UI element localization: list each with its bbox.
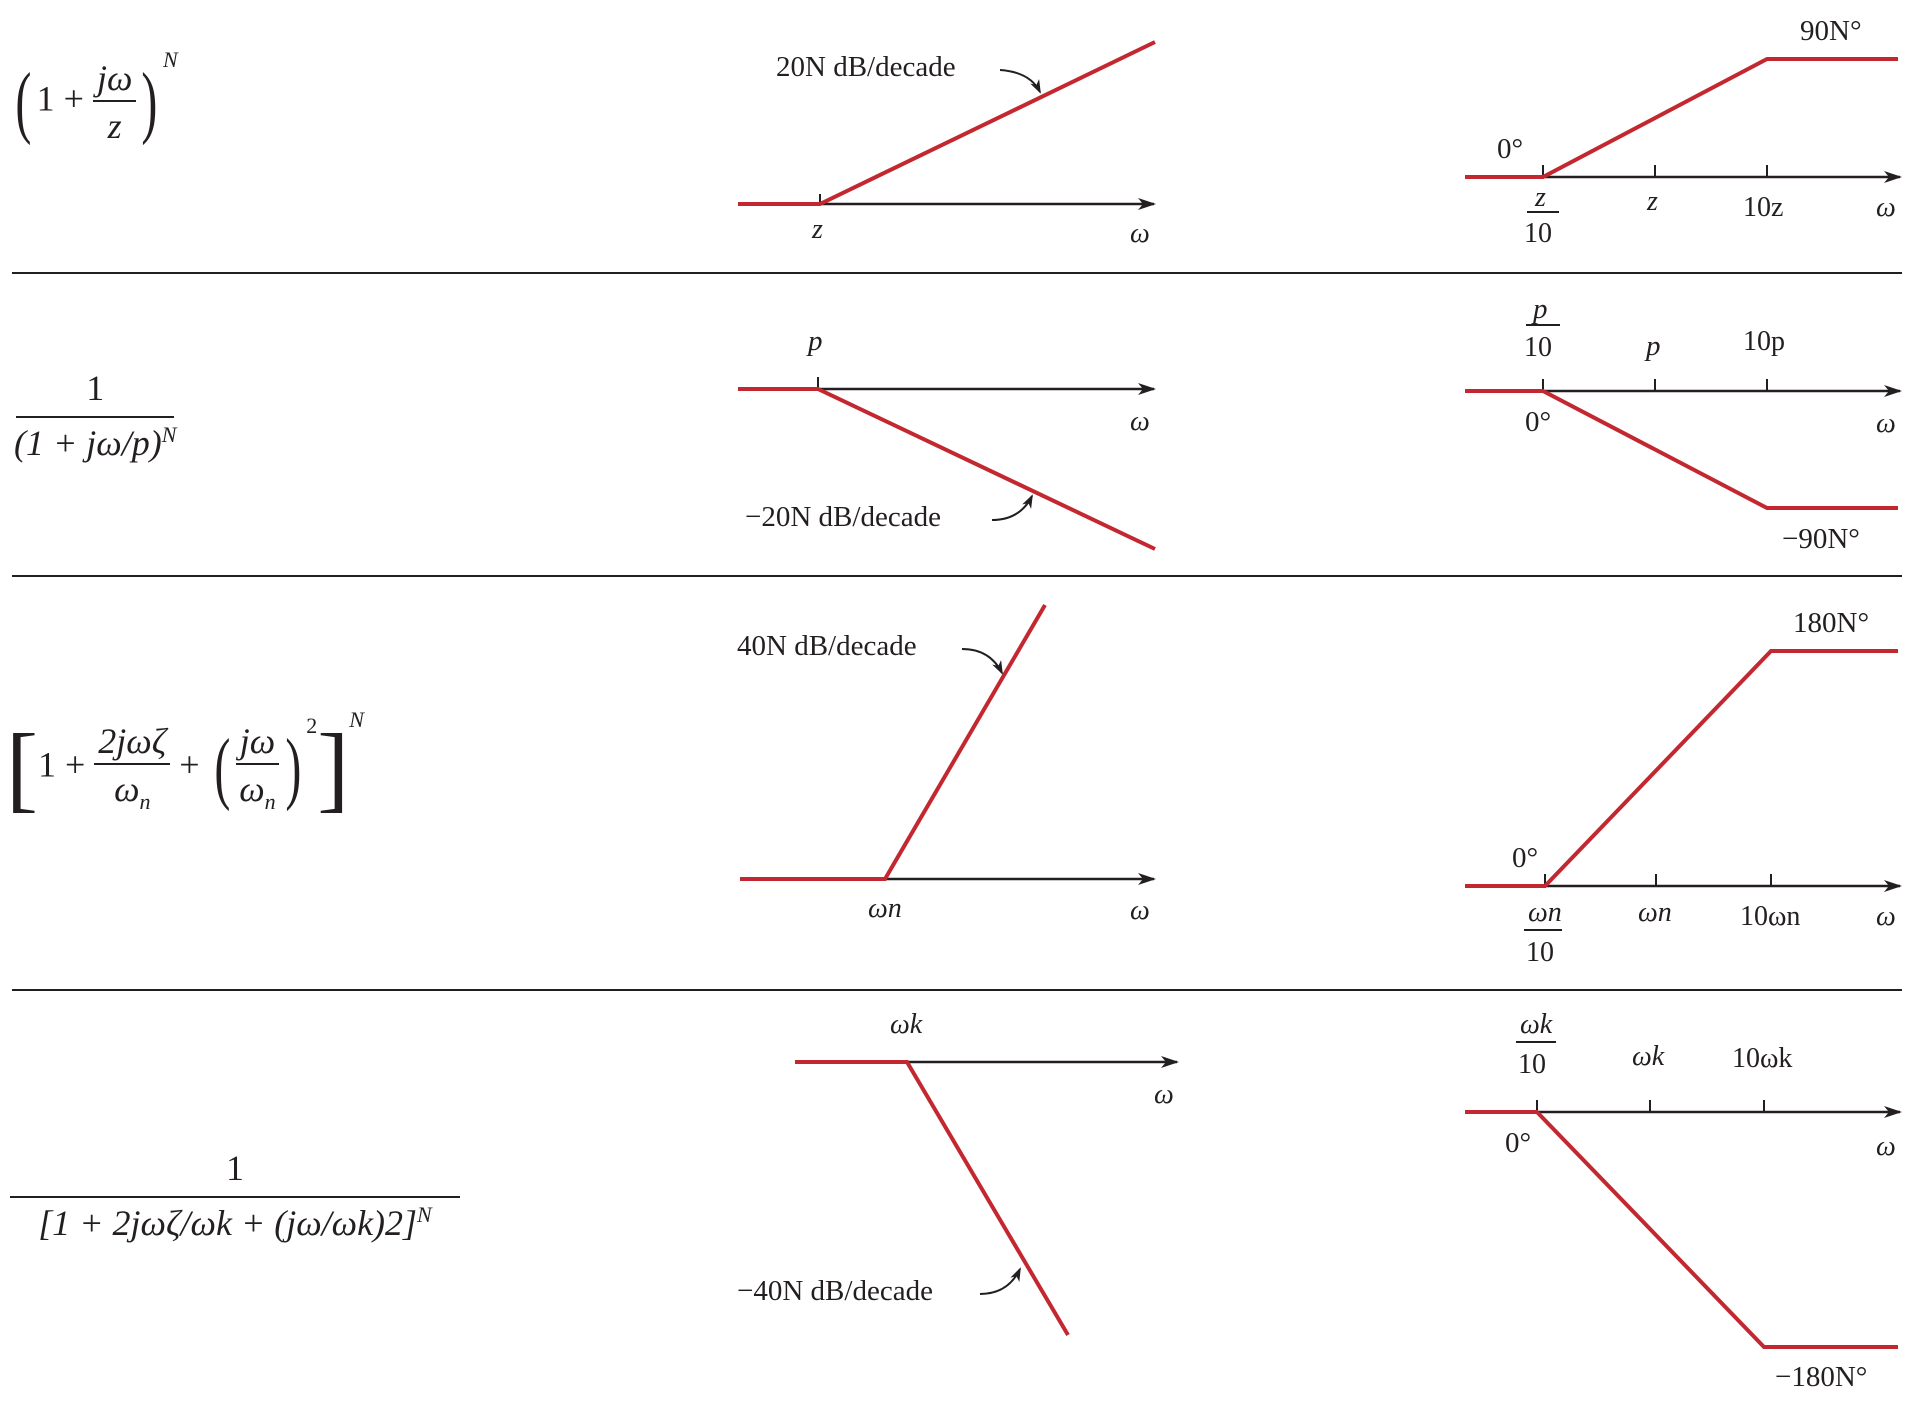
slope-label: −40N dB/decade [737,1275,933,1307]
slope-label: −20N dB/decade [745,501,941,533]
phase-start-label: 0° [1512,842,1538,874]
phase-tick-label-decade-above: 10p [1743,326,1785,357]
magnitude-plot-quadratic-pole: ωk ω −40N dB/decade ωk 10 ωk 10ωk 0° ω −… [737,1009,1902,1393]
phase-asymptote [1465,389,1898,510]
row-divider [12,575,1902,577]
function-quadratic-pole-expression: 1[1 + 2jωζ/ωk + (jω/ωk)2]N [10,1150,460,1241]
function-pole-expression: 1(1 + jω/p)N [14,368,177,463]
axis-label-omega: ω [1876,192,1896,223]
slope-label: 20N dB/decade [776,51,956,83]
phase-tick-denominator: 10 [1524,332,1552,363]
magnitude-plot-quadratic-zero: 40N dB/decade ωn ω 180N° 0° ωn 10 ωn 10ω… [737,603,1902,968]
row-divider [12,989,1902,991]
phase-tick-label-break: p [1644,330,1661,362]
phase-start-label: 0° [1525,406,1551,438]
break-frequency-label: ωk [890,1009,923,1040]
phase-tick-label-decade-below: ωn [1528,897,1562,928]
axis-label-omega: ω [1876,901,1896,932]
slope-leader-arrow [979,1267,1021,1295]
axis-label-omega: ω [1130,895,1150,926]
phase-tick-label-decade-below: ωk [1520,1009,1553,1040]
magnitude-asymptote [738,40,1156,206]
phase-tick-label-break: z [1646,186,1658,217]
break-frequency-label: z [811,214,823,245]
phase-asymptote [1465,649,1898,888]
break-frequency-label: p [806,325,823,357]
phase-tick-label-break: ωn [1638,897,1672,928]
phase-asymptote [1465,1110,1898,1349]
slope-leader-arrow [991,494,1033,521]
magnitude-asymptote [740,603,1047,881]
magnitude-plot-pole: p ω −20N dB/decade p 10 p 10p 0° ω −90N° [738,293,1902,555]
phase-tick-label-break: ωk [1632,1041,1665,1072]
axis-label-omega: ω [1876,1131,1896,1162]
phase-end-label: 90N° [1800,15,1862,47]
phase-start-label: 0° [1505,1127,1531,1159]
phase-tick-label-decade-above: 10z [1743,192,1783,223]
axis-label-omega: ω [1876,408,1896,439]
slope-leader-arrow [961,648,1003,675]
magnitude-asymptote [795,1060,1070,1337]
slope-label: 40N dB/decade [737,630,917,662]
magnitude-asymptote [738,387,1156,551]
phase-end-label: 180N° [1793,607,1869,639]
axis-label-omega: ω [1154,1079,1174,1110]
break-frequency-label: ωn [868,893,902,924]
phase-tick-label-decade-below: z [1534,182,1546,213]
phase-tick-label-decade-below: p [1531,293,1548,325]
slope-leader-arrow [999,69,1041,94]
phase-end-label: −180N° [1775,1361,1867,1393]
phase-asymptote [1465,57,1898,179]
phase-end-label: −90N° [1782,523,1860,555]
phase-start-label: 0° [1497,133,1523,165]
phase-tick-label-decade-above: 10ωk [1732,1043,1792,1074]
magnitude-plot-zero: 20N dB/decade z ω 0° 90N° z 10 z 10z ω [738,15,1902,249]
axis-label-omega: ω [1130,218,1150,249]
phase-tick-denominator: 10 [1524,218,1552,249]
phase-tick-label-decade-above: 10ωn [1740,901,1800,932]
axis-label-omega: ω [1130,406,1150,437]
phase-tick-denominator: 10 [1526,937,1554,968]
row-divider [12,272,1902,274]
phase-tick-denominator: 10 [1518,1049,1546,1080]
